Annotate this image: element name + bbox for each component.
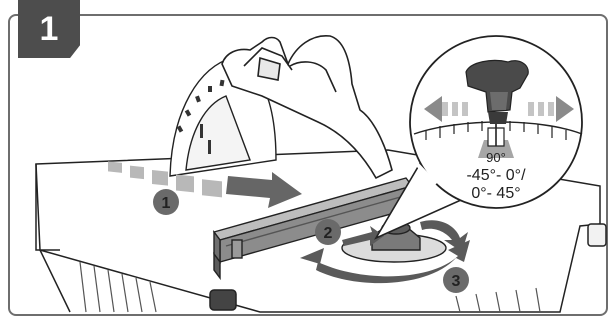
- svg-text:3: 3: [452, 273, 461, 290]
- svg-text:1: 1: [162, 195, 171, 212]
- step-marker-1: 1: [153, 189, 179, 215]
- step-marker-2: 2: [315, 219, 341, 245]
- step-marker-3: 3: [443, 267, 469, 293]
- svg-text:2: 2: [324, 225, 333, 242]
- angle-range-line-2: 0°- 45°: [471, 185, 520, 202]
- angle-value-label: 90°: [486, 150, 506, 165]
- angle-range-line-1: -45°- 0°/: [466, 167, 526, 184]
